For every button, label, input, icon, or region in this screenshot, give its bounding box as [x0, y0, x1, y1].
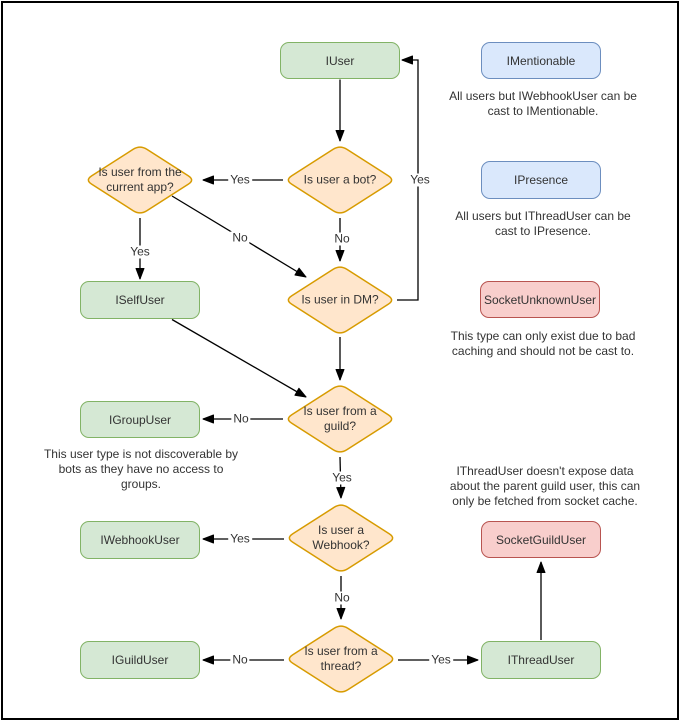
edge-label-yes: Yes	[228, 172, 252, 187]
decision-label: Is user from a guild?	[303, 404, 377, 433]
edge-label-no: No	[230, 652, 250, 667]
decision-label: Is user from the current app?	[98, 165, 182, 194]
diamond-shape	[288, 625, 394, 693]
decision-in-dm: Is user in DM?	[283, 263, 397, 337]
annotation-socketunknownuser: This type can only exist due to bad cach…	[450, 329, 636, 358]
decision-is-webhook: Is user a Webhook?	[284, 501, 398, 575]
edge-label-no: No	[230, 230, 250, 245]
edge-label-no: No	[332, 590, 352, 605]
edge-label-yes: Yes	[128, 244, 152, 259]
annotation-ipresence: All users but IThreadUser can be cast to…	[455, 209, 631, 238]
node-ithreaduser: IThreadUser	[481, 641, 601, 679]
annotation-igroupuser: This user type is not discoverable by bo…	[43, 447, 239, 491]
node-socketunknownuser: SocketUnknownUser	[480, 281, 600, 318]
edge-iselfuser-to-fromguild	[171, 318, 307, 398]
diamond-shape	[288, 504, 394, 572]
edge-label-no: No	[332, 231, 352, 246]
annotation-imentionable: All users but IWebhookUser can be cast t…	[449, 89, 637, 118]
decision-is-bot: Is user a bot?	[283, 143, 397, 217]
edge-label-yes: Yes	[330, 470, 354, 485]
decision-label: Is user from a thread?	[304, 644, 378, 673]
diamond-shape	[287, 266, 393, 334]
decision-current-app: Is user from the current app?	[83, 143, 197, 217]
decision-from-guild: Is user from a guild?	[283, 382, 397, 456]
decision-label: Is user in DM?	[301, 292, 379, 307]
node-ipresence: IPresence	[481, 161, 601, 199]
node-imentionable: IMentionable	[481, 42, 601, 79]
node-socketguilduser: SocketGuildUser	[481, 521, 601, 558]
diamond-shape	[87, 146, 193, 214]
node-iwebhookuser: IWebhookUser	[80, 521, 200, 559]
diamond-shape	[287, 146, 393, 214]
node-igroupuser: IGroupUser	[80, 401, 200, 438]
edge-label-yes: Yes	[408, 172, 432, 187]
annotation-ithreaduser: IThreadUser doesn't expose data about th…	[449, 464, 641, 508]
diamond-shape	[287, 385, 393, 453]
node-iuser: IUser	[280, 42, 400, 79]
edge-label-yes: Yes	[429, 652, 453, 667]
edge-label-yes: Yes	[228, 531, 252, 546]
decision-from-thread: Is user from a thread?	[284, 622, 398, 696]
node-iguilduser: IGuildUser	[80, 641, 200, 679]
decision-label: Is user a Webhook?	[312, 523, 370, 552]
node-iselfuser: ISelfUser	[80, 281, 200, 319]
edge-label-no: No	[231, 411, 251, 426]
decision-label: Is user a bot?	[303, 172, 377, 187]
